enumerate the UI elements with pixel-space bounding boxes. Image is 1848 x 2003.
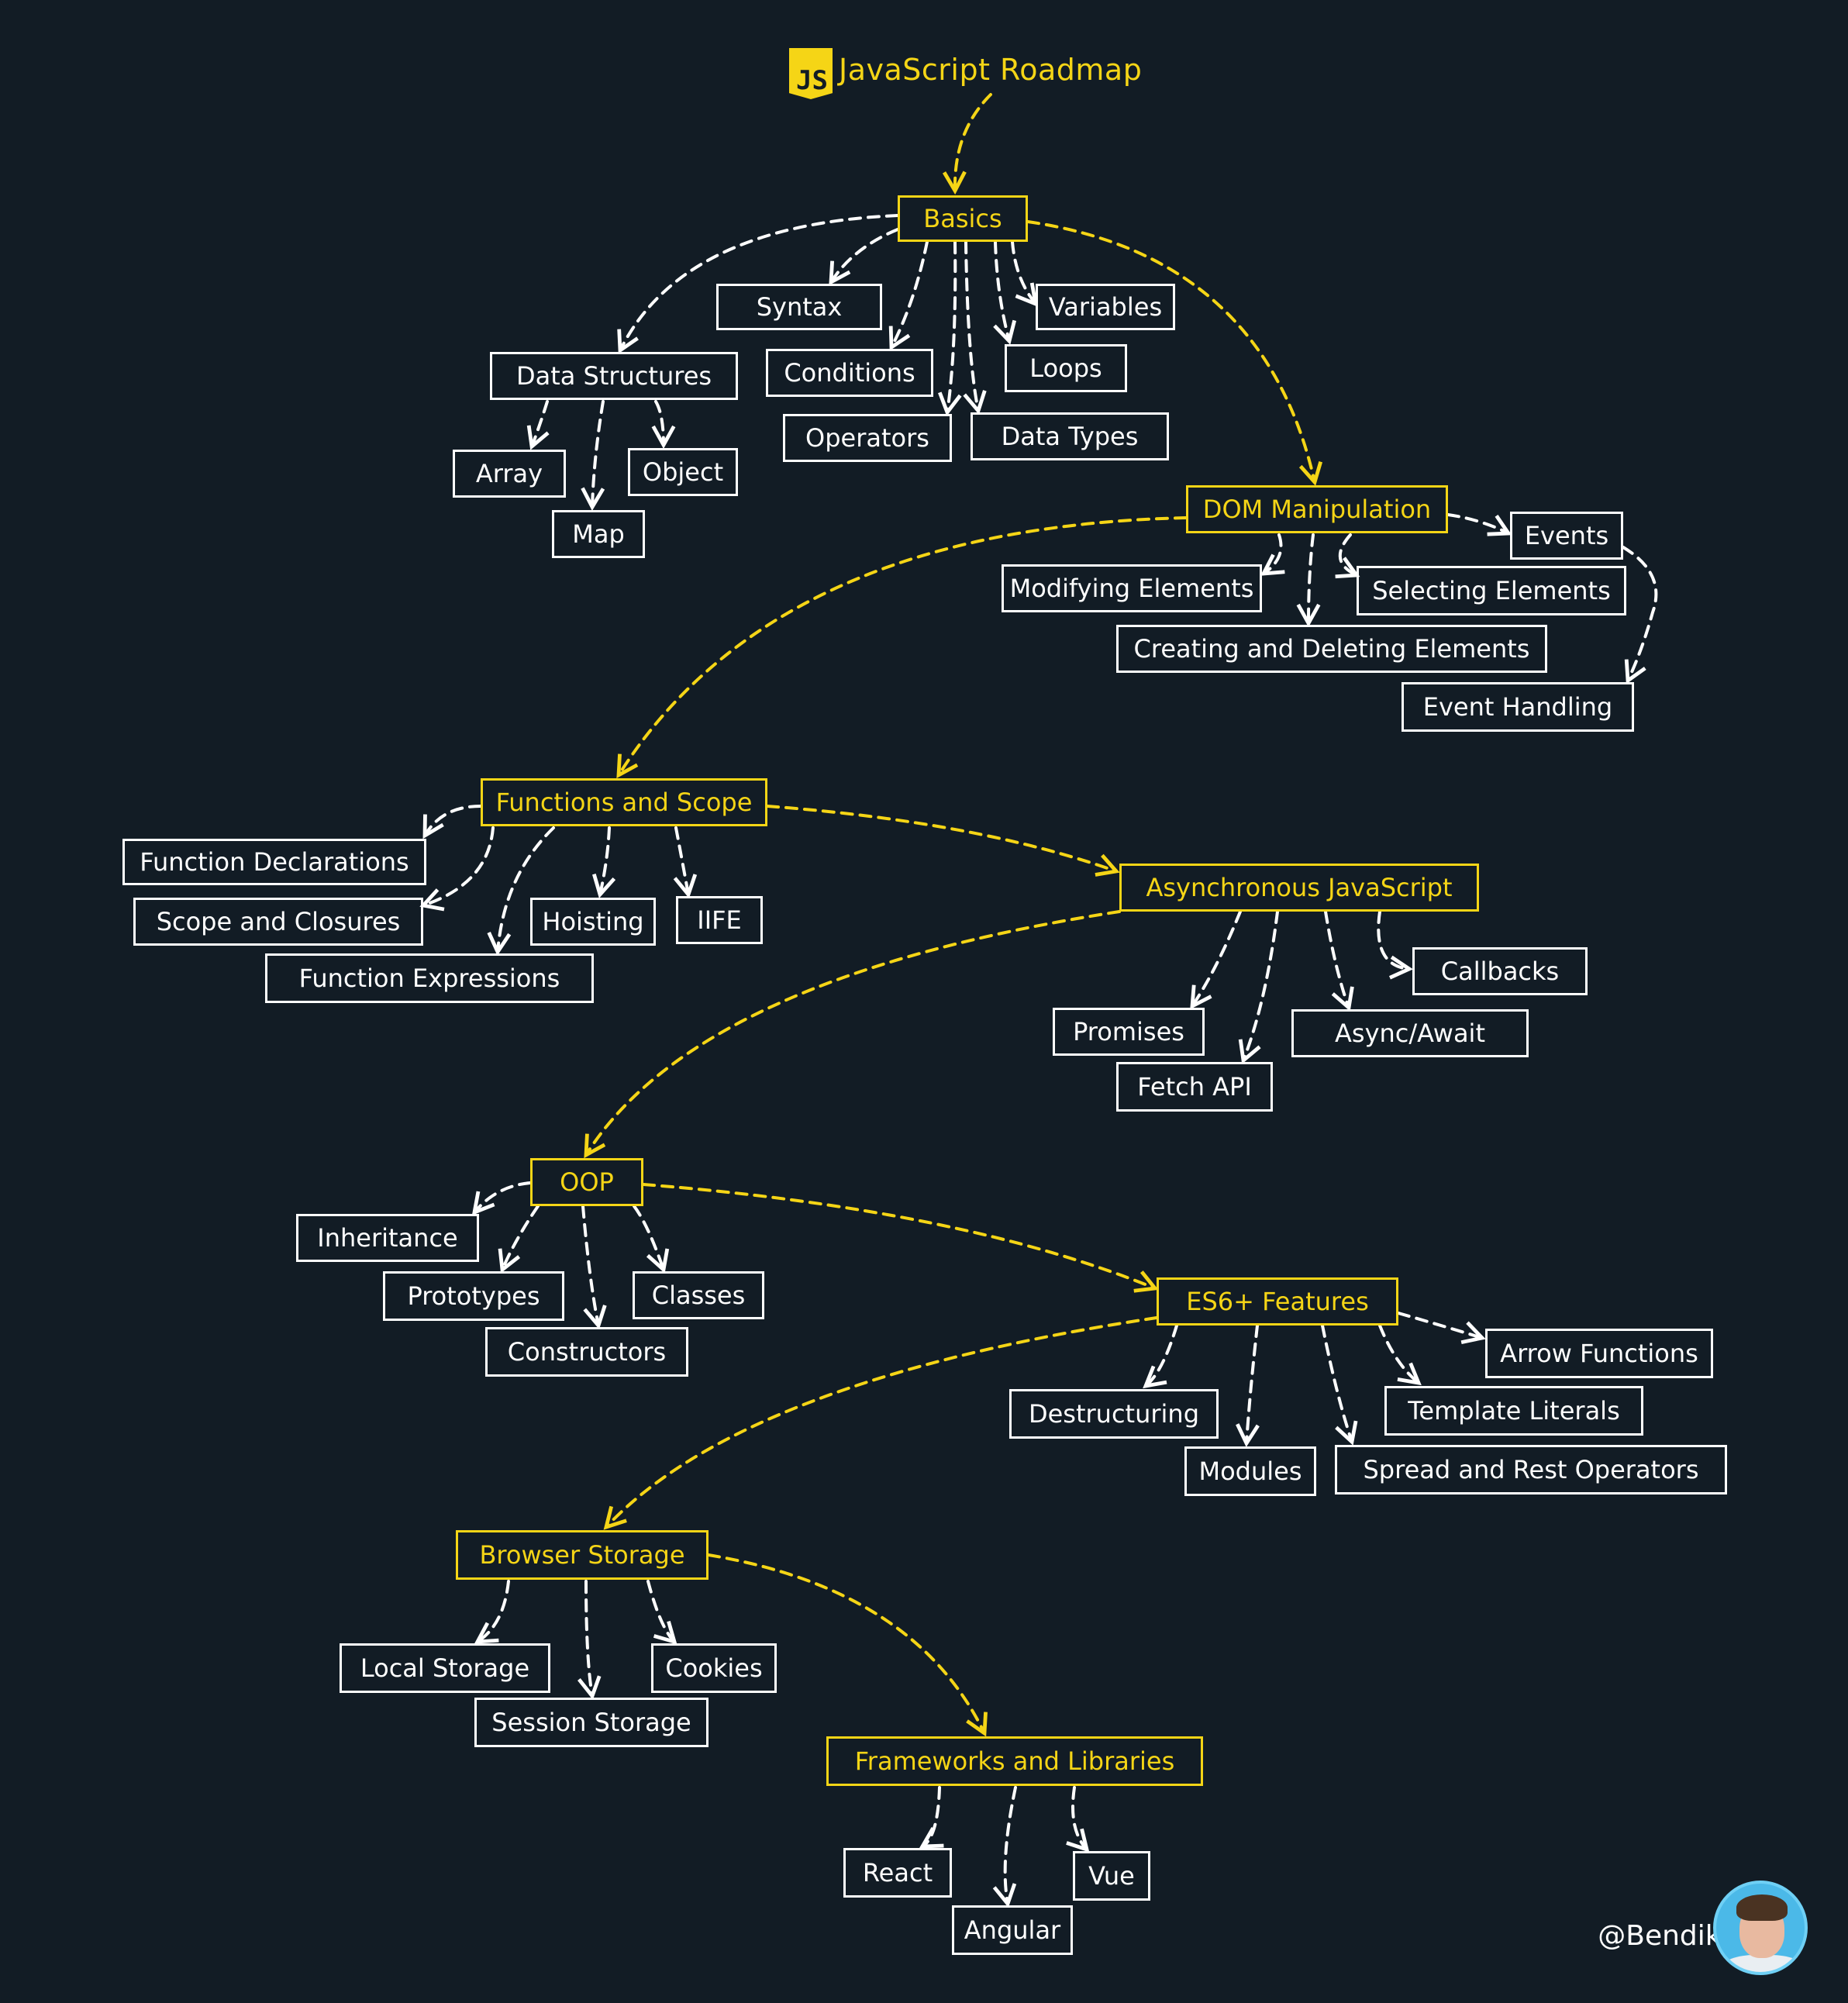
sub-connector-arrow <box>1190 910 1242 1010</box>
sub-connector-arrow <box>1324 910 1354 1012</box>
sub-connector-arrow <box>993 240 1017 345</box>
sub-connector-arrow <box>1378 1324 1422 1386</box>
node-asynchronous-javascript: Asynchronous JavaScript <box>1119 864 1479 912</box>
node-creating-deleting-elements: Creating and Deleting Elements <box>1116 625 1547 673</box>
node-data-types: Data Types <box>971 412 1169 460</box>
node-es6-features: ES6+ Features <box>1157 1277 1398 1326</box>
node-fetch-api: Fetch API <box>1116 1062 1273 1112</box>
node-spread-and-rest-operators: Spread and Rest Operators <box>1335 1445 1727 1494</box>
node-modifying-elements: Modifying Elements <box>1002 564 1262 612</box>
sub-connector-arrow <box>1296 533 1321 627</box>
main-connector-arrow <box>642 1183 1159 1293</box>
sub-connector-arrow <box>498 1205 540 1274</box>
node-dom-manipulation: DOM Manipulation <box>1186 485 1448 533</box>
node-async-await: Async/Await <box>1291 1009 1529 1057</box>
node-frameworks-and-libraries: Frameworks and Libraries <box>826 1736 1203 1786</box>
node-angular: Angular <box>952 1905 1073 1955</box>
node-callbacks: Callbacks <box>1412 947 1588 995</box>
node-cookies: Cookies <box>651 1643 777 1693</box>
node-function-declarations: Function Declarations <box>122 839 426 885</box>
node-loops: Loops <box>1005 344 1127 392</box>
sub-connector-arrow <box>1321 1324 1358 1446</box>
node-arrow-functions: Arrow Functions <box>1485 1329 1713 1378</box>
sub-connector-arrow <box>938 240 962 416</box>
node-prototypes: Prototypes <box>383 1271 564 1321</box>
node-browser-storage: Browser Storage <box>456 1530 709 1580</box>
node-object: Object <box>628 448 738 496</box>
node-functions-and-scope: Functions and Scope <box>481 778 767 826</box>
node-modules: Modules <box>1184 1446 1316 1496</box>
node-iife: IIFE <box>676 896 763 944</box>
sub-connector-arrow <box>673 826 698 898</box>
author-avatar <box>1713 1881 1808 1975</box>
node-selecting-elements: Selecting Elements <box>1357 566 1626 615</box>
node-constructors: Constructors <box>485 1327 688 1377</box>
node-destructuring: Destructuring <box>1009 1389 1219 1439</box>
sub-connector-arrow <box>829 228 899 286</box>
sub-connector-arrow <box>919 1786 944 1849</box>
node-variables: Variables <box>1036 284 1175 330</box>
sub-connector-arrow <box>1238 910 1279 1064</box>
main-connector-arrow <box>616 516 1188 779</box>
node-events: Events <box>1510 512 1623 560</box>
main-connector-arrow <box>603 1316 1158 1530</box>
main-connector-arrow <box>942 93 992 195</box>
sub-connector-arrow <box>487 826 555 956</box>
sub-connector-arrow <box>581 1205 607 1329</box>
node-map: Map <box>552 510 645 558</box>
sub-connector-arrow <box>646 1580 677 1645</box>
sub-connector-arrow <box>1335 533 1360 579</box>
main-connector-arrow <box>766 805 1120 877</box>
sub-connector-arrow <box>526 400 550 450</box>
node-react: React <box>843 1848 952 1898</box>
node-data-structures: Data Structures <box>490 352 738 400</box>
node-scope-and-closures: Scope and Closures <box>133 898 423 946</box>
node-vue: Vue <box>1073 1851 1150 1901</box>
sub-connector-arrow <box>578 1580 602 1700</box>
sub-connector-arrow <box>1143 1324 1178 1389</box>
roadmap-title: JavaScript Roadmap <box>839 53 1143 87</box>
node-operators: Operators <box>783 414 952 462</box>
node-basics: Basics <box>898 195 1028 242</box>
sub-connector-arrow <box>471 1181 532 1215</box>
sub-connector-arrow <box>888 240 929 351</box>
node-classes: Classes <box>633 1271 764 1319</box>
sub-connector-arrow <box>617 214 899 354</box>
node-array: Array <box>453 450 566 498</box>
sub-connector-arrow <box>1377 910 1413 980</box>
node-conditions: Conditions <box>766 349 933 397</box>
sub-connector-arrow <box>1446 513 1512 536</box>
sub-connector-arrow <box>1236 1324 1260 1447</box>
node-session-storage: Session Storage <box>474 1698 709 1747</box>
main-connector-arrow <box>707 1553 988 1737</box>
node-syntax: Syntax <box>716 284 882 330</box>
sub-connector-arrow <box>651 400 676 449</box>
node-local-storage: Local Storage <box>340 1643 550 1693</box>
sub-connector-arrow <box>1622 546 1658 684</box>
sub-connector-arrow <box>1066 1786 1090 1853</box>
sub-connector-arrow <box>1011 240 1039 307</box>
node-template-literals: Template Literals <box>1384 1386 1643 1436</box>
javascript-logo-icon: JS <box>789 48 833 99</box>
node-inheritance: Inheritance <box>296 1214 479 1262</box>
sub-connector-arrow <box>422 805 482 839</box>
node-hoisting: Hoisting <box>530 898 656 946</box>
sub-connector-arrow <box>419 826 495 912</box>
sub-connector-arrow <box>633 1205 670 1274</box>
sub-connector-arrow <box>992 1786 1017 1908</box>
main-connector-arrow <box>584 910 1121 1159</box>
sub-connector-arrow <box>963 240 987 415</box>
sub-connector-arrow <box>1397 1312 1486 1345</box>
node-promises: Promises <box>1053 1008 1205 1056</box>
sub-connector-arrow <box>1260 533 1285 576</box>
node-oop: OOP <box>530 1158 643 1206</box>
sub-connector-arrow <box>581 400 605 511</box>
sub-connector-arrow <box>592 826 616 898</box>
node-event-handling: Event Handling <box>1402 682 1634 732</box>
main-connector-arrow <box>1026 220 1323 486</box>
node-function-expressions: Function Expressions <box>265 953 594 1003</box>
sub-connector-arrow <box>474 1580 510 1644</box>
